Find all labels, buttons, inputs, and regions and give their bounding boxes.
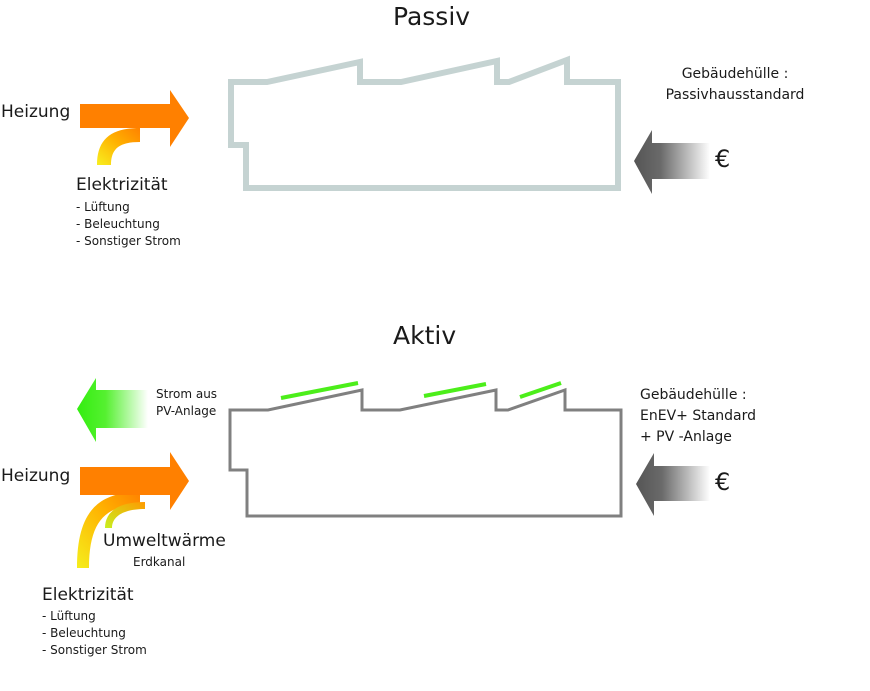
aktiv-envelope-line3: + PV -Anlage [640,429,732,445]
passiv-envelope-label: Gebäudehülle : Passivhausstandard [665,64,805,106]
aktiv-electricity-arc [77,492,140,568]
aktiv-electricity-list: - Lüftung - Beleuchtung - Sonstiger Stro… [42,608,147,659]
aktiv-cost-arrow [636,453,710,516]
aktiv-euro-icon: € [715,468,731,496]
aktiv-electricity-item: - Lüftung [42,609,96,623]
passiv-envelope-line2: Passivhausstandard [665,87,805,103]
aktiv-electricity-item: - Beleuchtung [42,626,126,640]
passiv-electricity-item: - Lüftung [76,200,130,214]
passiv-euro-icon: € [715,145,731,173]
passiv-title: Passiv [393,2,471,31]
passiv-electricity-item: - Beleuchtung [76,217,160,231]
aktiv-envelope-line2: EnEV+ Standard [640,408,757,424]
passiv-electricity-title: Elektrizität [76,175,168,195]
aktiv-pv-export-arrow [77,378,148,442]
pv-export-line2: PV-Anlage [156,404,217,418]
aktiv-ambient-heat-arc [105,502,145,528]
passiv-building-outline [228,55,621,191]
aktiv-envelope-line1: Gebäudehülle : [640,387,747,403]
aktiv-pv-export-label: Strom aus PV-Anlage [156,386,217,420]
aktiv-electricity-item: - Sonstiger Strom [42,643,147,657]
aktiv-heating-arrow [80,452,189,510]
pv-panel-3 [519,381,562,399]
passiv-electricity-item: - Sonstiger Strom [76,234,181,248]
aktiv-envelope-label: Gebäudehülle : EnEV+ Standard + PV -Anla… [640,385,756,448]
pv-panel-1 [280,381,359,400]
passiv-electricity-list: - Lüftung - Beleuchtung - Sonstiger Stro… [76,199,181,250]
passiv-cost-arrow [634,130,710,194]
passiv-heating-label: Heizung [1,102,71,122]
pv-panel-2 [423,382,487,398]
ambient-heat-subtitle: Erdkanal [133,555,186,569]
aktiv-title: Aktiv [393,321,457,350]
aktiv-electricity-title: Elektrizität [42,585,134,605]
aktiv-heating-label: Heizung [1,466,71,486]
aktiv-building-outline [228,387,623,518]
passiv-envelope-line1: Gebäudehülle : [681,66,789,82]
passiv-heating-arrow [80,90,189,147]
ambient-heat-title: Umweltwärme [103,531,226,551]
passiv-electricity-arc [97,128,140,165]
pv-export-line1: Strom aus [156,387,218,401]
